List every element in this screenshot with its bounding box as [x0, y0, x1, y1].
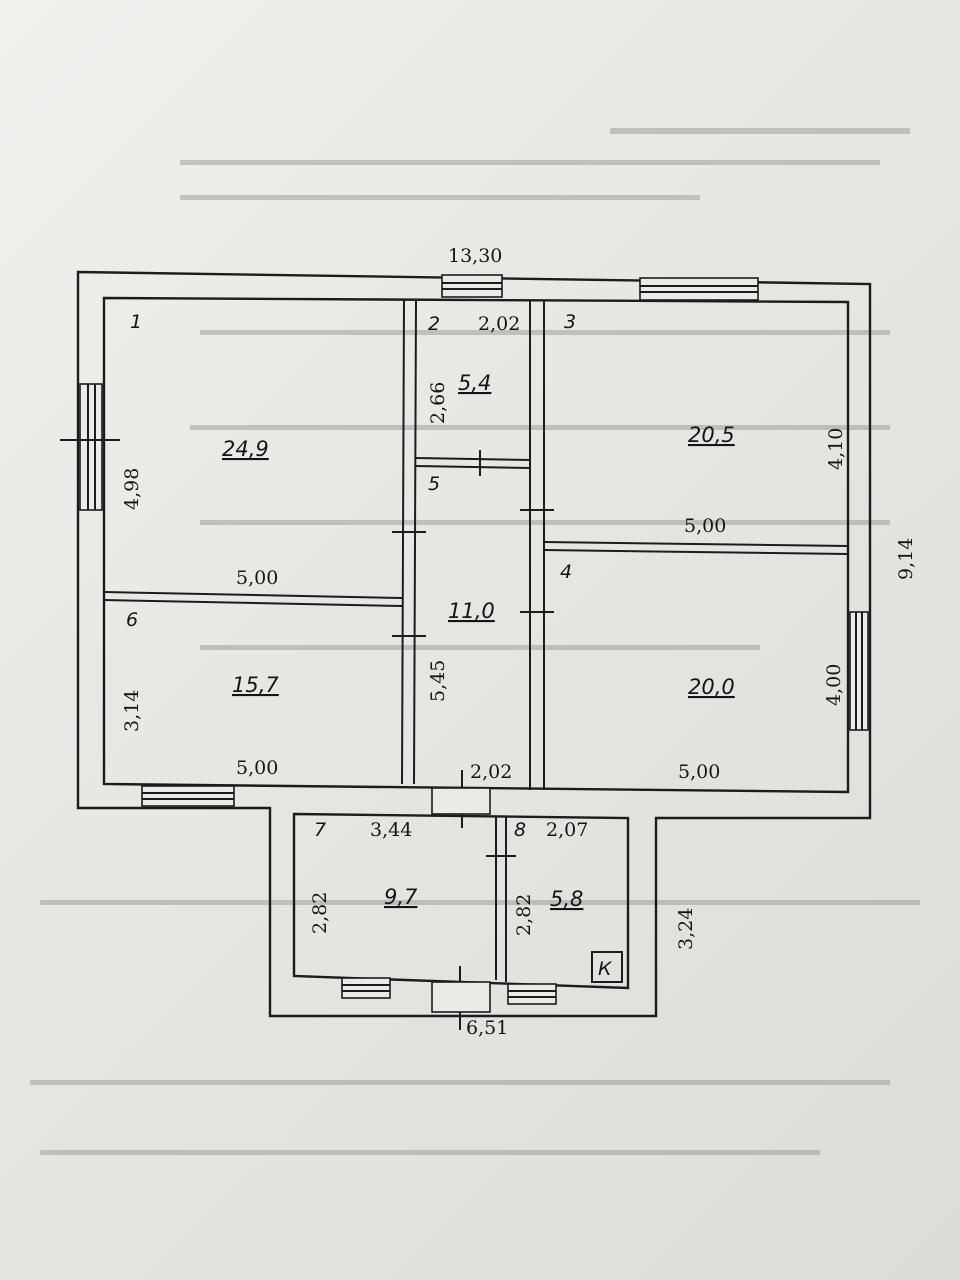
stove-mark: К	[598, 958, 613, 980]
windows	[79, 274, 869, 1005]
room-5-area: 11,0	[448, 599, 495, 623]
room-1-width: 4,98	[121, 468, 143, 510]
room-5-number: 5	[428, 473, 440, 495]
room-8-area: 5,8	[550, 887, 583, 911]
room-2-length: 2,02	[478, 313, 520, 335]
outer-wall	[76, 270, 872, 1018]
overall-depth: 9,14	[895, 538, 917, 580]
room-1-number: 1	[130, 311, 142, 333]
overall-width: 13,30	[448, 245, 502, 267]
room-2-area: 5,4	[458, 371, 491, 395]
room-1-length: 5,00	[236, 567, 278, 589]
room-4-area: 20,0	[688, 675, 735, 699]
door-marks	[60, 439, 554, 1030]
annex-inner-outline	[292, 812, 630, 990]
annex-partition	[495, 816, 507, 982]
room-5-length: 2,02	[470, 761, 512, 783]
room-2-number: 2	[428, 313, 440, 335]
partitions	[103, 299, 849, 790]
room-3-number: 3	[564, 311, 576, 333]
room-6-length: 5,00	[236, 757, 278, 779]
room-6-area: 15,7	[232, 673, 279, 697]
room-2-width: 2,66	[427, 382, 449, 424]
room-4-width: 4,00	[823, 664, 845, 706]
room-4-length: 5,00	[678, 761, 720, 783]
room-4-number: 4	[560, 561, 572, 583]
room-3-area: 20,5	[688, 423, 735, 447]
annex-width: 6,51	[466, 1017, 508, 1039]
room-7-width: 2,82	[309, 892, 331, 934]
room-7-number: 7	[314, 819, 326, 841]
inner-wall-outline	[102, 296, 850, 794]
room-8-width: 2,82	[513, 894, 535, 936]
room-7-area: 9,7	[384, 885, 418, 909]
room-8-number: 8	[514, 819, 526, 841]
room-6-width: 3,14	[121, 690, 143, 732]
room-5-width: 5,45	[427, 660, 449, 702]
room-3-width: 4,10	[825, 428, 847, 470]
room-8-length: 2,07	[546, 819, 588, 841]
room-3-length: 5,00	[684, 515, 726, 537]
room-7-length: 3,44	[370, 819, 412, 841]
room-6-number: 6	[126, 609, 138, 631]
stove-box	[591, 951, 623, 983]
room-1-area: 24,9	[222, 437, 269, 461]
annex-depth: 3,24	[675, 908, 697, 950]
